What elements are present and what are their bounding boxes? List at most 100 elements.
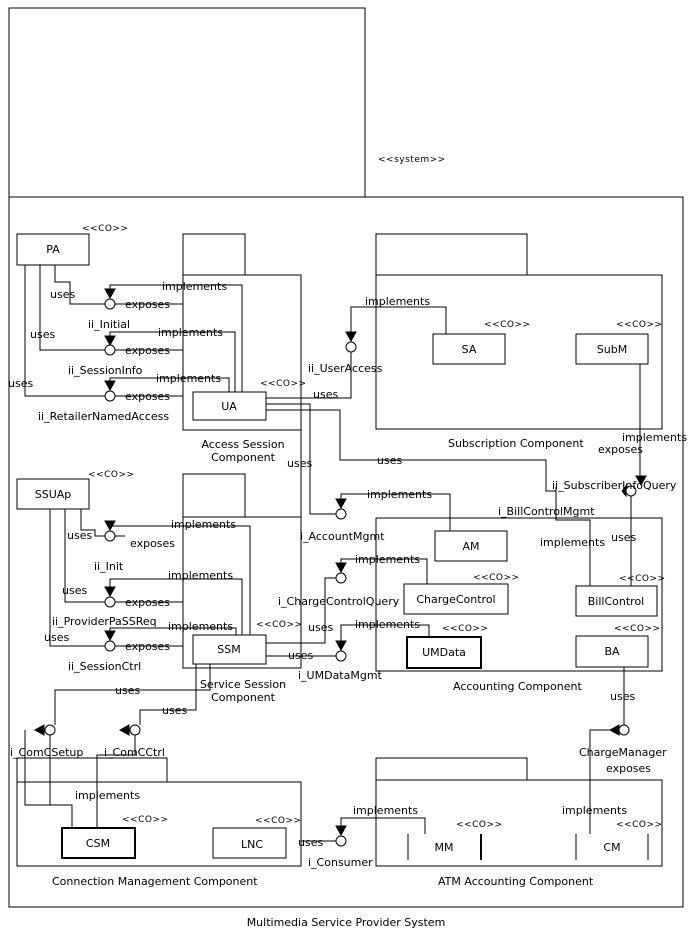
svg-text:implements: implements	[562, 804, 627, 817]
svg-text:exposes: exposes	[130, 537, 175, 550]
svg-text:uses: uses	[287, 457, 312, 470]
svg-text:BA: BA	[604, 645, 620, 658]
connector-lines	[24, 265, 641, 842]
svg-text:SSUAp: SSUAp	[35, 488, 72, 501]
svg-text:ii_RetailerNamedAccess: ii_RetailerNamedAccess	[38, 410, 169, 423]
svg-text:CM: CM	[603, 841, 620, 854]
svg-text:Service Session: Service Session	[200, 678, 286, 691]
svg-text:<<CO>>: <<CO>>	[456, 820, 503, 830]
atm-accounting-component: ATM Accounting Component	[375, 757, 663, 888]
svg-text:MM: MM	[435, 841, 454, 854]
object-umdata: UMData <<CO>>	[406, 624, 488, 669]
svg-text:<<CO>>: <<CO>>	[484, 320, 531, 330]
svg-text:uses: uses	[162, 704, 187, 717]
svg-text:implements: implements	[168, 620, 233, 633]
svg-text:implements: implements	[168, 569, 233, 582]
subscription-component: Subscription Component	[375, 233, 663, 450]
svg-text:exposes: exposes	[125, 390, 170, 403]
svg-text:<<CO>>: <<CO>>	[616, 320, 663, 330]
svg-text:uses: uses	[288, 649, 313, 662]
svg-text:<<CO>>: <<CO>>	[88, 470, 135, 480]
svg-text:<<CO>>: <<CO>>	[473, 573, 520, 583]
system-frame	[8, 196, 684, 908]
object-sa: SA <<CO>>	[432, 320, 531, 365]
connection-management-component: Connection Management Component	[16, 757, 302, 888]
svg-text:exposes: exposes	[598, 443, 643, 456]
svg-text:exposes: exposes	[125, 298, 170, 311]
svg-text:implements: implements	[365, 295, 430, 308]
svg-text:uses: uses	[298, 836, 323, 849]
svg-text:Component: Component	[211, 691, 276, 704]
svg-text:<<CO>>: <<CO>>	[614, 624, 661, 634]
svg-text:uses: uses	[44, 631, 69, 644]
svg-text:<<CO>>: <<CO>>	[260, 379, 307, 389]
svg-text:implements: implements	[622, 431, 687, 444]
object-ba: BA <<CO>>	[575, 624, 661, 668]
svg-text:<<CO>>: <<CO>>	[256, 620, 303, 630]
svg-text:ii_UserAccess: ii_UserAccess	[308, 362, 383, 375]
svg-text:i_UMDataMgmt: i_UMDataMgmt	[298, 669, 383, 682]
svg-text:ChargeControl: ChargeControl	[416, 593, 495, 606]
svg-text:implements: implements	[355, 618, 420, 631]
svg-text:uses: uses	[115, 684, 140, 697]
svg-text:ii_ProviderPaSSReq: ii_ProviderPaSSReq	[52, 615, 157, 628]
svg-text:<<CO>>: <<CO>>	[619, 574, 666, 584]
svg-text:i_ComCSetup: i_ComCSetup	[10, 746, 83, 759]
interface-labels: ii_Initial ii_SessionInfo ii_RetailerNam…	[10, 318, 677, 869]
object-ssm: SSM <<CO>>	[192, 620, 303, 665]
svg-text:ii_SessionInfo: ii_SessionInfo	[68, 364, 143, 377]
svg-text:uses: uses	[313, 388, 338, 401]
svg-text:Subscription Component: Subscription Component	[448, 437, 584, 450]
object-cm: CM <<CO>>	[575, 820, 663, 860]
svg-text:SubM: SubM	[597, 343, 627, 356]
svg-text:implements: implements	[367, 488, 432, 501]
svg-text:uses: uses	[67, 529, 92, 542]
svg-text:implements: implements	[355, 553, 420, 566]
svg-text:i_ComCCtrl: i_ComCCtrl	[104, 746, 165, 759]
system-tab	[8, 7, 366, 198]
svg-text:ii_Initial: ii_Initial	[88, 318, 130, 331]
svg-text:ii_SubscriberInfoQuery: ii_SubscriberInfoQuery	[552, 479, 677, 492]
svg-text:SSM: SSM	[217, 643, 240, 656]
svg-text:Connection Management Componen: Connection Management Component	[52, 875, 258, 888]
svg-text:exposes: exposes	[125, 640, 170, 653]
svg-text:Access Session: Access Session	[201, 438, 284, 451]
svg-text:uses: uses	[50, 288, 75, 301]
svg-text:i_Consumer: i_Consumer	[308, 856, 373, 869]
object-lnc: LNC <<CO>>	[212, 816, 302, 859]
object-bill-control: BillControl <<CO>>	[575, 574, 666, 617]
object-pa: PA <<CO>>	[16, 224, 129, 266]
svg-text:<<CO>>: <<CO>>	[616, 820, 663, 830]
object-charge-control: ChargeControl <<CO>>	[403, 573, 520, 615]
svg-text:implements: implements	[162, 280, 227, 293]
object-am: AM	[434, 530, 508, 562]
svg-text:exposes: exposes	[606, 762, 651, 775]
svg-text:uses: uses	[377, 454, 402, 467]
svg-text:i_ChargeControlQuery: i_ChargeControlQuery	[278, 595, 400, 608]
svg-text:implements: implements	[540, 536, 605, 549]
svg-text:i_BillControlMgmt: i_BillControlMgmt	[498, 505, 595, 518]
svg-text:SA: SA	[462, 343, 477, 356]
object-csm: CSM <<CO>>	[61, 815, 168, 859]
object-mm: MM <<CO>>	[407, 820, 503, 860]
svg-text:i_AccountMgmt: i_AccountMgmt	[300, 530, 385, 543]
svg-text:implements: implements	[156, 372, 221, 385]
service-session-component: Service Session Component	[182, 473, 302, 704]
svg-text:Component: Component	[211, 451, 276, 464]
relationship-labels: uses uses uses exposes exposes exposes i…	[8, 280, 687, 849]
svg-text:uses: uses	[610, 690, 635, 703]
svg-text:uses: uses	[30, 328, 55, 341]
svg-text:<<CO>>: <<CO>>	[82, 224, 129, 234]
svg-text:UMData: UMData	[422, 646, 466, 659]
svg-text:ChargeManager: ChargeManager	[579, 746, 667, 759]
svg-text:ii_SessionCtrl: ii_SessionCtrl	[68, 660, 141, 673]
interface-circles	[44, 298, 637, 847]
accounting-component: Accounting Component	[375, 517, 663, 693]
system-stereotype: <<system>>	[378, 155, 446, 165]
svg-text:implements: implements	[158, 326, 223, 339]
svg-text:LNC: LNC	[241, 838, 263, 851]
svg-text:<<CO>>: <<CO>>	[255, 816, 302, 826]
svg-text:exposes: exposes	[125, 596, 170, 609]
object-subm: SubM <<CO>>	[575, 320, 663, 365]
